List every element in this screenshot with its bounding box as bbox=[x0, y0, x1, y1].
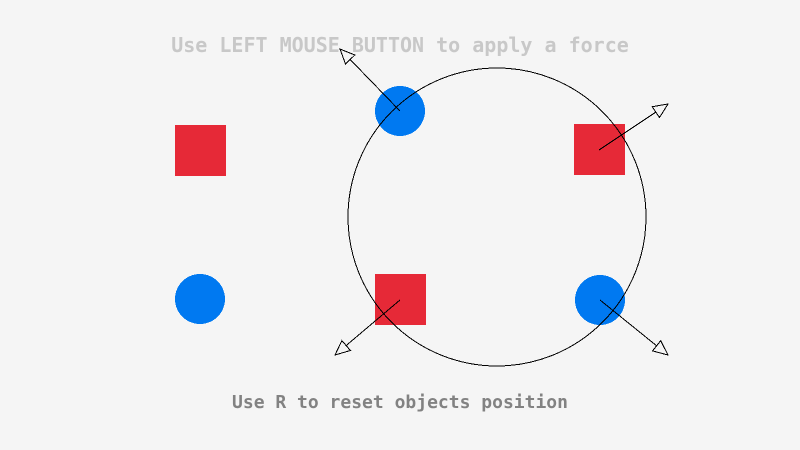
red-square-center[interactable] bbox=[375, 274, 426, 325]
force-arrow-red-right-head-icon bbox=[651, 103, 670, 119]
red-square-left[interactable] bbox=[175, 125, 226, 176]
blue-circle-left[interactable] bbox=[175, 274, 225, 324]
force-arrow-blue-right-head-icon bbox=[651, 339, 669, 356]
force-arrow-red-center-head-icon bbox=[334, 339, 352, 356]
force-arrow-blue-top-head-icon bbox=[339, 48, 356, 65]
boundary-circle bbox=[347, 67, 647, 367]
